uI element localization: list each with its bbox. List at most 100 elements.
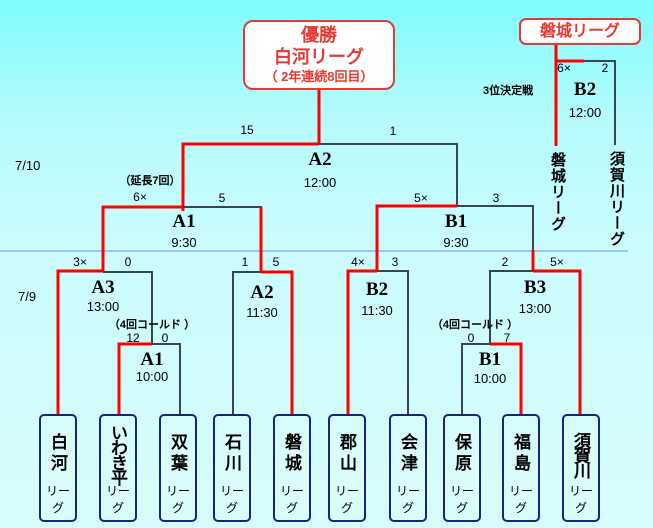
- team-league: リーグ: [105, 484, 130, 515]
- team-name: 福島: [510, 433, 530, 475]
- game-time: 12:00: [303, 175, 337, 190]
- team-league: リーグ: [334, 484, 359, 515]
- line-final-right: [319, 143, 458, 207]
- game-name: B1: [478, 349, 502, 370]
- game-time: 12:00: [568, 105, 602, 120]
- game-time: 11:30: [361, 303, 393, 318]
- line-A3-right: [103, 271, 153, 344]
- game-name: A1: [172, 211, 196, 232]
- team-box-futaba[interactable]: 双葉 リーグ: [159, 414, 197, 522]
- team-league: リーグ: [219, 484, 244, 515]
- score: 0: [467, 331, 475, 345]
- team-league: リーグ: [279, 484, 304, 515]
- line-B3-right: [533, 269, 582, 414]
- line-semiB1-right: [457, 205, 534, 264]
- score: 0: [161, 331, 169, 345]
- score: 3: [391, 255, 399, 269]
- score: 6×: [557, 61, 571, 75]
- game-note: （4回コールド ）: [431, 319, 519, 331]
- game-name: A2: [250, 282, 274, 303]
- team-box-iwakitaira[interactable]: いわき平 リーグ: [99, 414, 137, 522]
- team-box-sukagawa[interactable]: 須賀川 リーグ: [562, 414, 600, 522]
- team-box-hobara[interactable]: 保原 リーグ: [443, 414, 481, 522]
- team-box-ishikawa[interactable]: 石川 リーグ: [213, 414, 251, 522]
- team-league: リーグ: [45, 484, 70, 515]
- date-day1: 7/9: [18, 289, 37, 304]
- team-name: 郡山: [336, 433, 356, 475]
- score: 4×: [351, 255, 365, 269]
- score: 15: [240, 123, 254, 137]
- score: 3×: [73, 255, 87, 269]
- game-time: 13:00: [86, 299, 120, 314]
- line-A1-right: [152, 343, 181, 414]
- team-league: リーグ: [395, 484, 420, 515]
- team-league: リーグ: [508, 484, 533, 515]
- score: 0: [124, 255, 132, 269]
- team-name: 磐城: [281, 433, 301, 475]
- line-A2-left: [232, 271, 261, 414]
- team-league: リーグ: [165, 484, 190, 515]
- score: 1: [389, 124, 397, 138]
- team-box-shirakawa[interactable]: 白河 リーグ: [39, 414, 77, 522]
- third-place-team: 磐城リーグ: [549, 152, 567, 232]
- game-note: （延長7回）: [119, 175, 181, 187]
- team-name: 須賀川: [570, 431, 590, 477]
- line-B1-right: [490, 342, 523, 414]
- line-B2-left: [346, 269, 377, 414]
- game-name: A2: [308, 149, 332, 170]
- game-name: A3: [91, 277, 115, 298]
- game-time: 9:30: [443, 235, 469, 250]
- game-name: A1: [140, 349, 164, 370]
- team-name: 会津: [397, 433, 417, 475]
- team-box-koriyama[interactable]: 郡山 リーグ: [328, 414, 366, 522]
- team-league: リーグ: [449, 484, 474, 515]
- game-name: B1: [444, 211, 468, 232]
- score: 2: [601, 61, 609, 75]
- line-B1-left: [461, 343, 490, 414]
- team-name: いわき平: [107, 424, 127, 484]
- score: 5: [218, 191, 226, 205]
- line-semiA1-left: [101, 205, 183, 266]
- line-B2-right: [377, 270, 409, 414]
- champion-box: 優勝 白河リーグ （ 2年連続8回目）: [243, 20, 395, 90]
- line-semiB1-left: [375, 204, 457, 266]
- game-time: 9:30: [171, 235, 197, 250]
- line-A1-left: [117, 342, 152, 414]
- line-third-right: [584, 60, 616, 145]
- score: 5: [272, 255, 280, 269]
- team-name: 保原: [451, 433, 471, 475]
- score: 7: [503, 331, 511, 345]
- team-box-iwaki[interactable]: 磐城 リーグ: [273, 414, 311, 522]
- team-name: 双葉: [167, 433, 187, 475]
- game-time: 10:00: [135, 369, 169, 384]
- third-place-label: 3位決定戦: [483, 85, 534, 97]
- score: 2: [501, 255, 509, 269]
- champion-label: 優勝: [301, 25, 337, 45]
- game-time: 13:00: [518, 301, 552, 316]
- score: 12: [126, 331, 140, 345]
- game-name: B2: [365, 279, 389, 300]
- game-time: 10:00: [473, 371, 507, 386]
- date-day2: 7/10: [15, 158, 41, 173]
- team-name: 石川: [221, 433, 241, 475]
- game-name: B3: [523, 277, 547, 298]
- line-final-left: [181, 142, 319, 211]
- score: 5×: [550, 255, 564, 269]
- score: 3: [492, 191, 500, 205]
- score: 1: [241, 255, 249, 269]
- third-place-winner-box: 磐城リーグ: [519, 18, 641, 45]
- team-box-fukushima[interactable]: 福島 リーグ: [502, 414, 540, 522]
- team-box-aizu[interactable]: 会津 リーグ: [389, 414, 427, 522]
- third-place-team: 須賀川リーグ: [608, 151, 626, 247]
- team-name: 白河: [47, 433, 67, 475]
- line-A3-left: [56, 269, 103, 414]
- line-B3-left: [489, 270, 533, 344]
- score: 5×: [414, 191, 428, 205]
- game-note: （4回コールド ）: [108, 319, 196, 331]
- game-time: 11:30: [246, 305, 278, 320]
- score: 6×: [133, 190, 147, 204]
- champion-note: （ 2年連続8回目）: [264, 69, 374, 84]
- game-name: B2: [573, 79, 597, 100]
- team-league: リーグ: [568, 484, 593, 515]
